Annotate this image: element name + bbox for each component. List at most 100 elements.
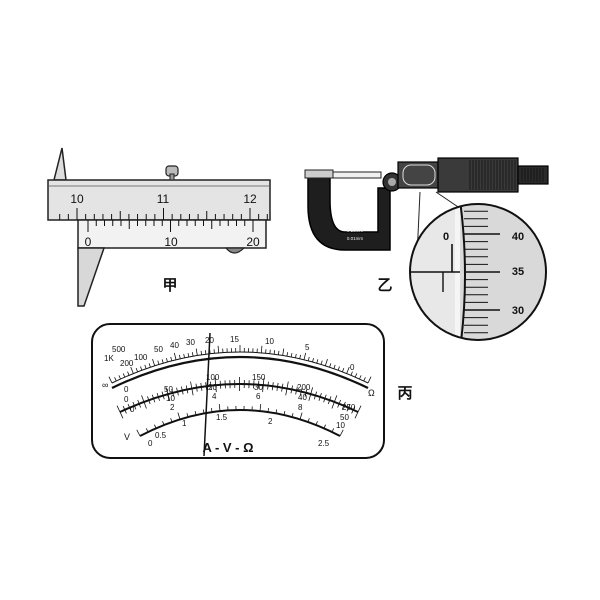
dc-scale-tick — [214, 378, 217, 386]
ac-scale-tick — [170, 418, 173, 423]
ohm-scale-tick — [148, 363, 151, 368]
dc3-label-6: 6 — [256, 392, 261, 401]
ohm-scale-tick — [299, 354, 302, 359]
dc-scale-tick-inner — [341, 405, 345, 410]
ac-scale-tick — [283, 411, 286, 416]
dc-scale-tick-inner — [157, 396, 160, 401]
dc-scale-tick-inner — [299, 391, 302, 396]
dc3-label-2: 2 — [170, 403, 175, 412]
meter-scale-ticks — [108, 345, 372, 437]
ohm-label-40: 40 — [170, 341, 179, 350]
dc-scale-tick-inner — [290, 389, 293, 394]
dc-scale-tick — [195, 383, 197, 388]
ac-label-2: 2 — [268, 417, 273, 426]
dc-scale-tick — [324, 394, 327, 399]
ac-scale-tick — [291, 413, 294, 418]
dc3-label-10: 10 — [336, 421, 345, 430]
ac-scale-tick — [154, 424, 157, 429]
ohm-scale-tick — [354, 373, 358, 378]
ac-label-2-5: 2.5 — [318, 439, 330, 448]
ohm-scale-tick — [161, 359, 164, 364]
dc-scale-tick — [296, 386, 298, 391]
dc1-label-150: 150 — [252, 373, 266, 382]
micrometer-magnified-view: 0 40 35 30 — [410, 204, 546, 340]
ohm-scale-tick — [122, 373, 126, 378]
dc-scale-tick-inner — [129, 407, 132, 412]
ohm-scale-tick — [127, 371, 130, 376]
ohm-scale-tick — [359, 375, 362, 380]
ohm-scale-tick — [286, 352, 289, 357]
dc3-label-8: 8 — [298, 403, 303, 412]
dc-scale-tick-inner — [134, 405, 137, 410]
ohm-label-100: 100 — [134, 353, 148, 362]
ac-scale-tick — [331, 428, 335, 433]
dc-scale-tick — [151, 394, 154, 399]
ohm-scale-tick — [191, 352, 194, 357]
dc-scale-tick — [300, 387, 303, 392]
dc2-label-40: 40 — [298, 393, 307, 402]
dc-scale-tick-inner — [304, 392, 307, 397]
dc-scale-tick — [343, 401, 346, 406]
ohm-label-30: 30 — [186, 338, 195, 347]
dc-scale-tick — [205, 382, 207, 387]
ac-scale-tick — [202, 409, 205, 414]
meter-face-frame — [91, 323, 385, 459]
dc-scale-tick — [281, 383, 284, 388]
ac-scale-tick — [307, 418, 310, 423]
ac-scale-tick — [145, 428, 149, 433]
dc-scale-tick — [348, 403, 351, 408]
dc-scale-tick-inner — [308, 393, 312, 401]
dc-scale-tick — [176, 387, 178, 392]
ohm-label-500: 500 — [112, 345, 126, 354]
ac-scale-tick — [177, 412, 181, 420]
ohm-scale-tick — [316, 359, 319, 364]
dc-scale-tick-inner — [177, 391, 179, 396]
ohm-scale-tick — [329, 363, 332, 368]
ac-scale-tick — [259, 404, 262, 412]
ohm-scale-tick — [342, 367, 345, 372]
ac-scale-tick — [267, 408, 269, 413]
dc-scale-tick-inner — [354, 411, 359, 419]
ohm-scale-tick — [108, 376, 113, 384]
ohm-scale-tick — [183, 353, 185, 358]
ac-scale-tick — [315, 421, 318, 426]
dc-scale-tick-inner — [337, 403, 340, 408]
ohm-scale-arc — [111, 356, 369, 389]
caliper-upper-jaw — [53, 147, 67, 181]
ohm-label-200: 200 — [120, 359, 134, 368]
dc-scale-tick — [329, 396, 332, 401]
dc-scale-tick-inner — [119, 411, 124, 419]
meter-pointer-needle — [203, 332, 211, 457]
dc-scale-tick-inner — [327, 400, 331, 405]
micrometer-label: 乙 — [377, 277, 392, 294]
ac-scale-tick — [323, 424, 326, 429]
dc2-label-20: 20 — [208, 383, 217, 392]
dc-scale-tick — [338, 399, 341, 404]
ohm-scale-tick — [333, 364, 336, 369]
dc-scale-tick-inner — [172, 392, 175, 397]
ac-scale-tick — [275, 409, 278, 414]
dc-scale-tick — [200, 382, 202, 387]
ohm-scale-tick — [260, 345, 263, 353]
dc-scale-labels: 0 50 100 150 200 250 0 10 20 30 40 50 0 … — [124, 373, 356, 430]
caliper-vernier-ticks — [87, 220, 254, 232]
ohm-scale-tick — [290, 352, 293, 358]
dc-scale-tick-inner — [215, 385, 217, 393]
ohm-scale-tick — [303, 352, 307, 360]
dc-scale-tick — [310, 387, 314, 395]
ac-label-1: 1 — [182, 419, 187, 428]
dc-scale-tick-inner — [276, 386, 278, 391]
dc-scale-tick-inner — [271, 386, 274, 391]
ohm-scale-tick — [273, 350, 276, 355]
caliper-vernier-number-20: 20 — [246, 235, 260, 249]
ac-unit-label: V — [124, 432, 130, 442]
dc-scale-tick — [352, 405, 356, 410]
micrometer-ratchet — [517, 165, 549, 185]
ohm-scale-tick — [166, 357, 168, 363]
ohm-scale-tick — [217, 345, 220, 353]
ohm-scale-labels: 500 1K 200 ∞ 100 50 40 30 20 15 10 5 0 Ω — [102, 335, 375, 398]
dc-scale-tick — [319, 393, 322, 398]
ohm-scale-tick — [200, 350, 202, 355]
dc-scale-tick-inner — [153, 398, 156, 403]
